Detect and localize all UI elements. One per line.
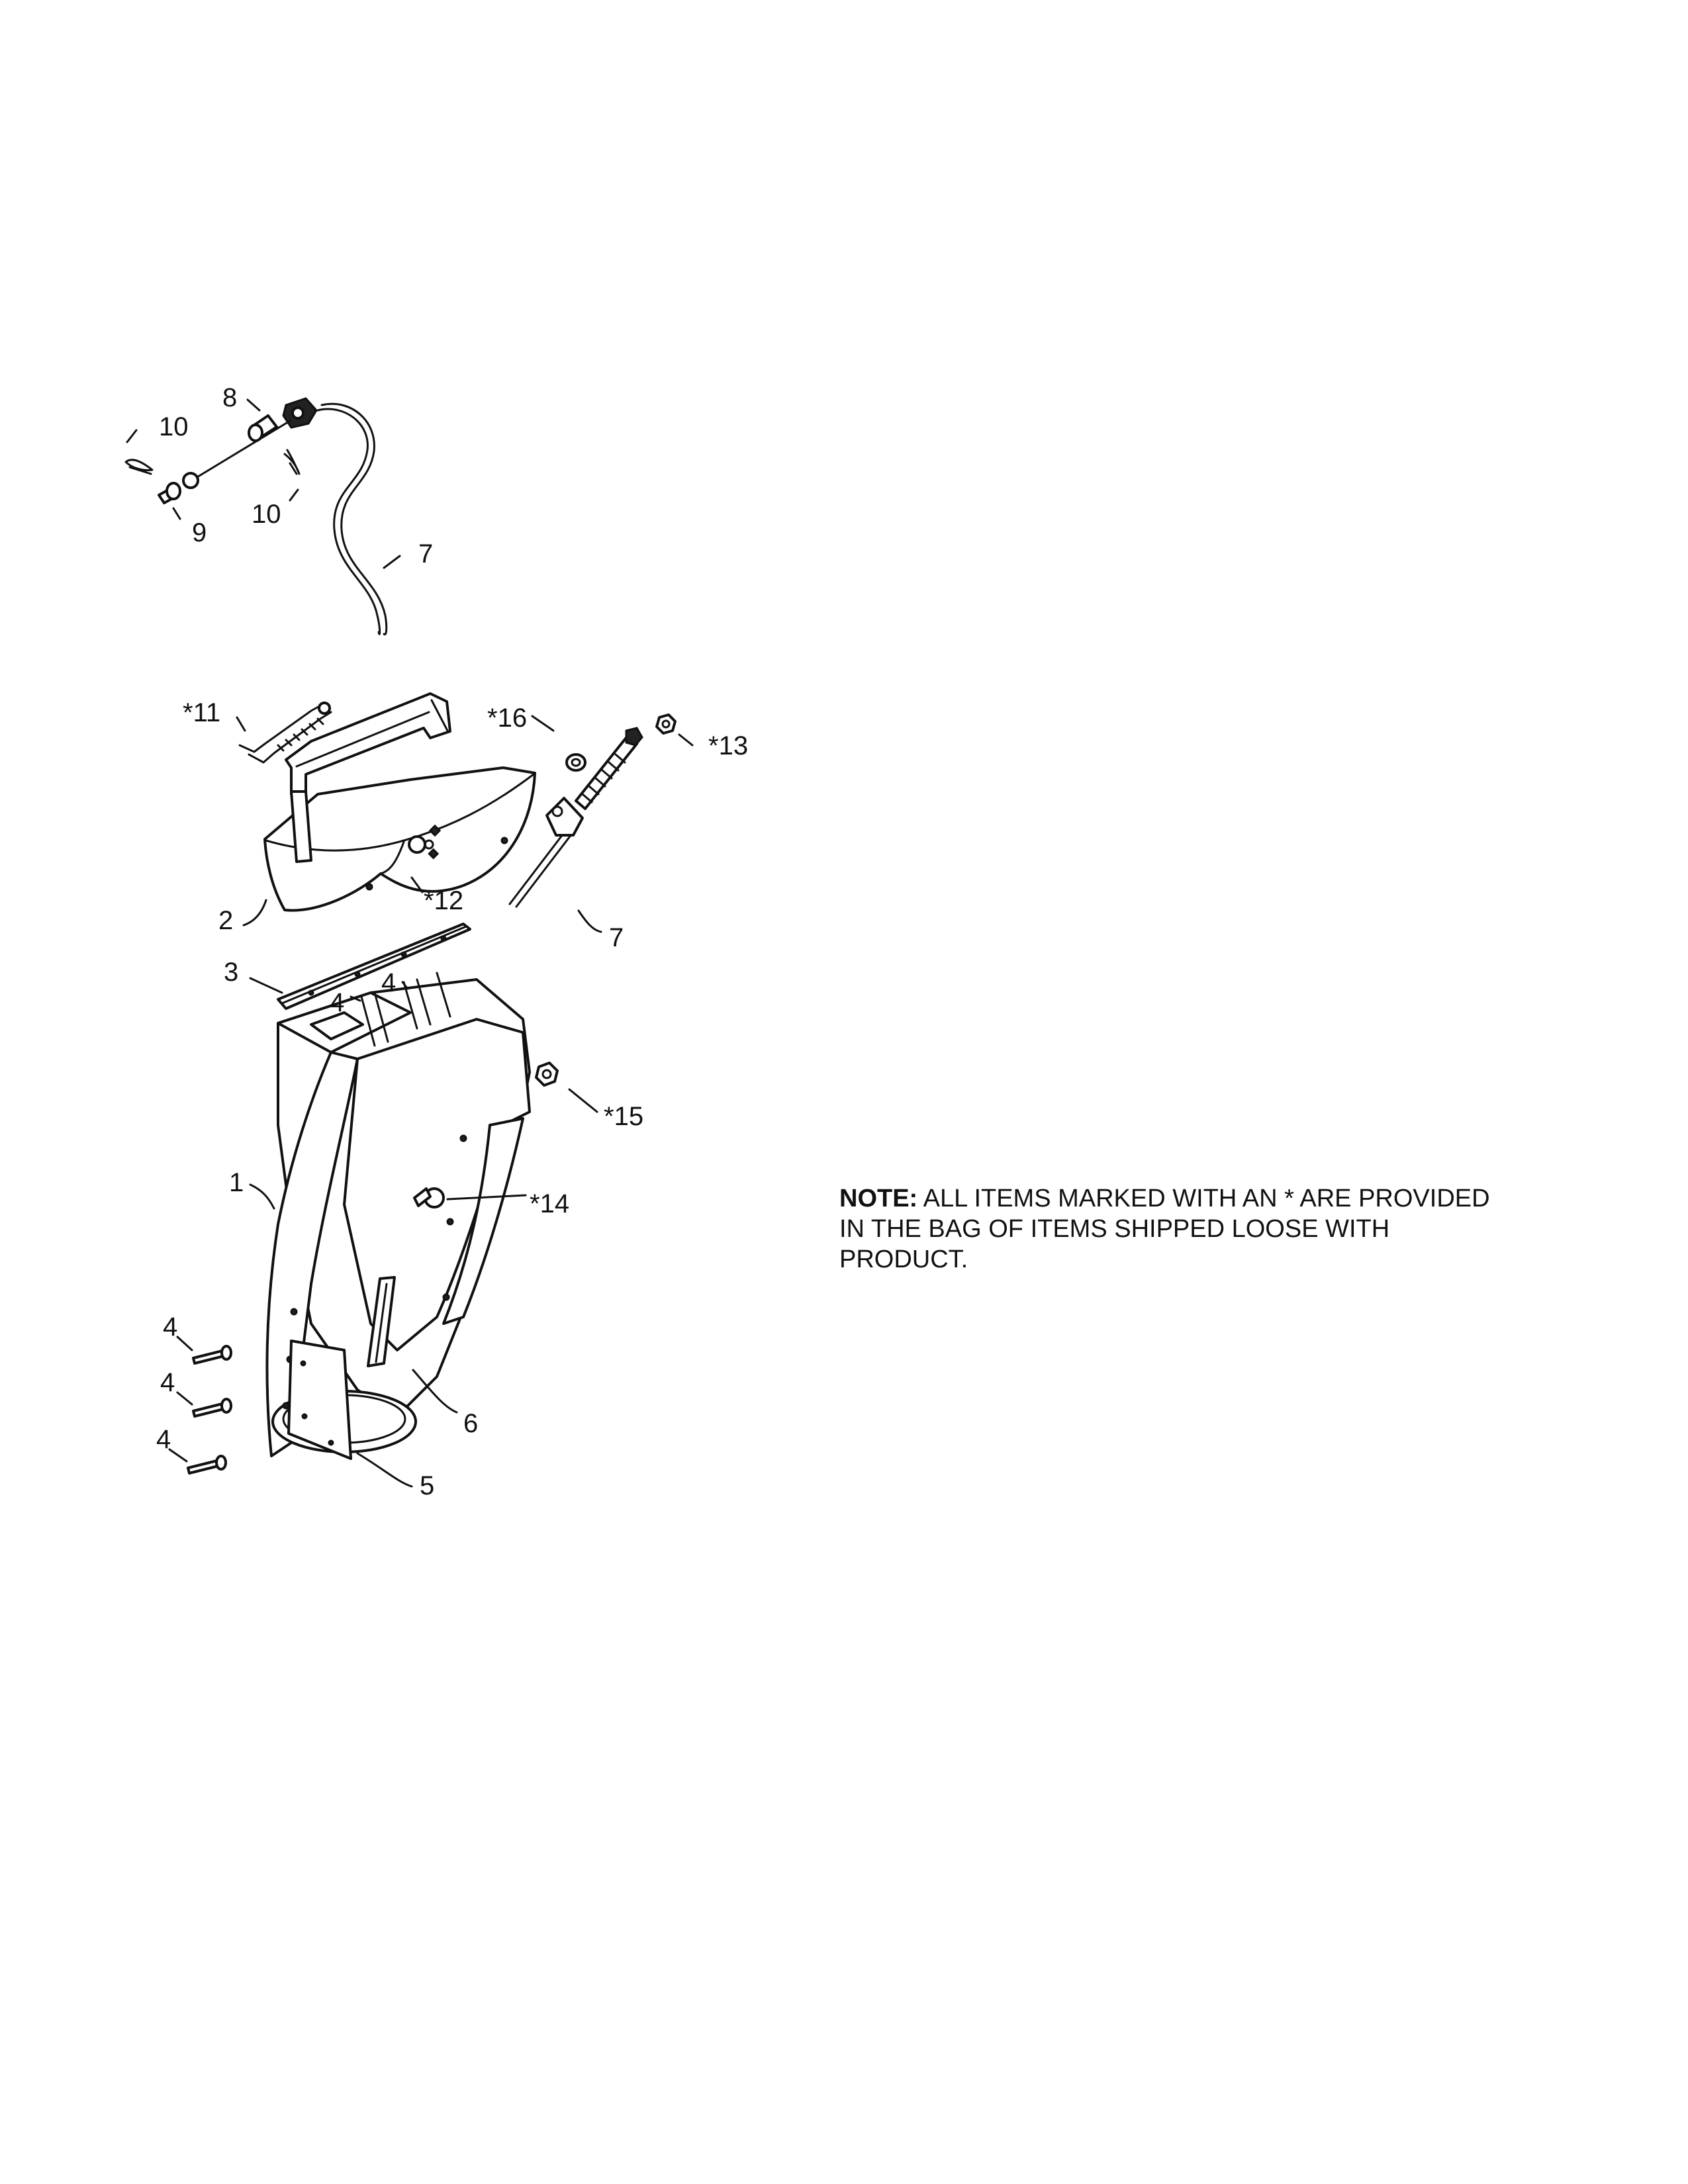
cable-assembly-top [124,397,388,636]
callout-7-right: 7 [609,923,624,952]
leader-lines [126,398,694,1488]
cable-end-eye [291,406,305,420]
callout-4-c: 4 [156,1425,171,1454]
note-body: ALL ITEMS MARKED WITH AN * ARE PROVIDED … [839,1185,1490,1273]
fasteners-4-top [360,972,451,1047]
callout-2: 2 [218,906,233,935]
callout-9: 9 [192,518,207,547]
clevis-pin-9 [158,482,181,504]
chute-right-flange [442,1117,524,1325]
chute-window [310,1011,364,1040]
callout-16: *16 [487,704,527,733]
nut-13 [655,713,677,735]
rod-eyelet [182,472,199,489]
callout-10-right: 10 [252,500,281,529]
callout-5: 5 [420,1471,434,1500]
bolt-4-b [192,1398,232,1418]
chute-body-1 [265,978,531,1457]
callout-labels: 8 10 9 10 7 *11 *16 *13 *12 2 7 3 4 4 *1… [156,383,748,1500]
cable-7-top [316,408,381,635]
pin-8 [248,414,278,442]
callout-3: 3 [224,958,238,987]
nut-15 [535,1062,559,1087]
bolt-4-a [192,1345,232,1365]
deflector-pivot-bolt [408,835,426,854]
callout-4-top-left: 4 [330,988,344,1017]
callout-1: 1 [229,1168,244,1197]
callout-14: *14 [530,1189,569,1218]
hairpin-clip-10-left [124,459,154,475]
panel-5 [287,1340,352,1460]
washer-16 [565,753,586,772]
callout-6: 6 [463,1409,478,1438]
callout-7-top: 7 [418,539,433,569]
spring-11 [238,702,332,764]
callout-10-left: 10 [159,412,189,441]
callout-4-top-right: 4 [381,968,396,997]
bolt-4-c [187,1455,227,1475]
hairpin-clip-10-right [283,449,301,475]
assembly-note: NOTE: ALL ITEMS MARKED WITH AN * ARE PRO… [839,1183,1501,1275]
note-heading: NOTE: [839,1185,918,1212]
deflector-plate-3 [277,923,471,1010]
threaded-rod [575,735,638,810]
callout-8: 8 [222,383,237,412]
cable-7-top-outline [320,402,388,636]
callout-15: *15 [604,1102,643,1131]
cable-bracket [545,797,584,837]
callout-4-b: 4 [160,1368,175,1397]
callout-12: *12 [424,886,463,915]
deflector-bowl [263,766,536,912]
callout-4-a: 4 [163,1312,177,1342]
cable-7-right [508,727,643,908]
chute-deflector-2 [263,692,536,912]
callout-11: *11 [183,698,220,727]
callout-13: *13 [708,731,748,760]
cable-rod [195,420,291,479]
